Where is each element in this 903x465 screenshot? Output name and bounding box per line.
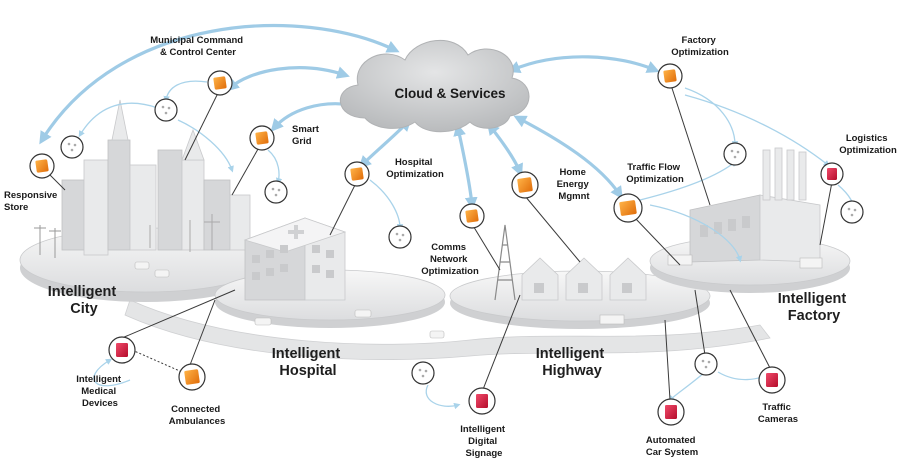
city-buildings [34, 99, 251, 278]
node-car-system-icon[interactable] [657, 398, 685, 426]
label-factory-opt: Factory Optimization [671, 35, 729, 58]
label-signage: Intelligent Digital Signage [460, 424, 508, 459]
node-store-sensor-icon[interactable] [60, 135, 84, 159]
hospital-building [243, 217, 372, 326]
node-factory-sensor-icon[interactable] [723, 142, 747, 166]
node-hospital-sensor-icon[interactable] [388, 225, 412, 249]
label-responsive-store: Responsive Store [4, 190, 60, 213]
label-home-energy: Home Energy Mgmnt [557, 167, 592, 202]
factory-building [667, 147, 823, 269]
highway-houses [429, 224, 647, 339]
zone-label-hospital: Intelligent Hospital [272, 346, 345, 379]
node-traffic-flow-icon[interactable] [613, 193, 643, 223]
cloud-shape [340, 39, 530, 133]
label-traffic-flow: Traffic Flow Optimization [626, 162, 684, 185]
node-city-sensor-icon[interactable] [154, 98, 178, 122]
connector-lines [44, 81, 833, 401]
node-hospital-opt-icon[interactable] [344, 161, 370, 187]
node-factory-opt-icon[interactable] [657, 63, 683, 89]
node-ambulances-icon[interactable] [178, 363, 206, 391]
label-comms: Comms Network Optimization [421, 242, 479, 277]
local-arrows [78, 80, 858, 410]
label-municipal: Municipal Command & Control Center [150, 35, 246, 58]
node-comms-icon[interactable] [459, 203, 485, 229]
node-cameras-icon[interactable] [758, 366, 786, 394]
label-medical: Intelligent Medical Devices [76, 374, 124, 409]
label-ambulances: Connected Ambulances [169, 404, 226, 427]
node-home-energy-icon[interactable] [511, 171, 539, 199]
zone-label-city: Intelligent City [48, 284, 121, 317]
cloud-label: Cloud & Services [394, 86, 505, 101]
node-signage-icon[interactable] [468, 387, 496, 415]
node-grid-sensor-icon[interactable] [264, 180, 288, 204]
label-cameras: Traffic Cameras [758, 402, 798, 425]
zone-label-highway: Intelligent Highway [536, 346, 609, 379]
node-highway-sensor-icon[interactable] [411, 361, 435, 385]
node-municipal-icon[interactable] [207, 70, 233, 96]
zone-label-factory: Intelligent Factory [778, 291, 851, 324]
node-logistics-sensor-icon[interactable] [840, 200, 864, 224]
node-logistics-icon[interactable] [820, 162, 844, 186]
node-traffic-sensor-icon[interactable] [694, 352, 718, 376]
label-smart-grid: Smart Grid [292, 124, 322, 147]
label-car-system: Automated Car System [646, 435, 698, 458]
label-hospital-opt: Hospital Optimization [386, 157, 444, 180]
node-smart-grid-icon[interactable] [249, 125, 275, 151]
node-medical-icon[interactable] [108, 336, 136, 364]
label-logistics: Logistics Optimization [839, 133, 897, 156]
node-responsive-store-icon[interactable] [29, 153, 55, 179]
road-ribbon [124, 299, 771, 361]
